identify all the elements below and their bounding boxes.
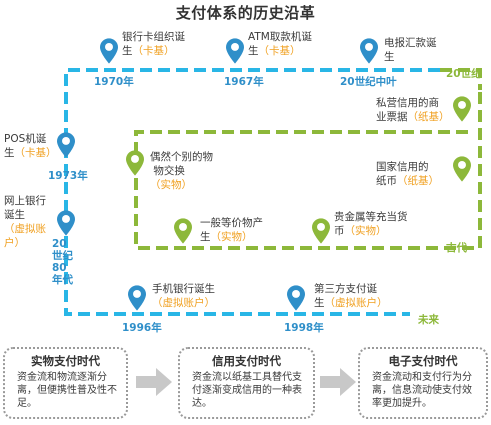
map-pin-icon xyxy=(453,156,471,182)
era-description: 资金流以纸基工具替代支付逐渐变成信用的一种表达。 xyxy=(192,372,302,409)
arrow-right-icon xyxy=(320,368,356,396)
map-pin-icon xyxy=(312,218,330,244)
era-description: 资金流动和支付行为分离，信息流动使支付效率更加提升。 xyxy=(372,372,472,409)
map-pin-icon xyxy=(126,150,144,176)
inner-timeline-line xyxy=(134,92,482,250)
map-pin-icon xyxy=(128,285,146,311)
label-20th-century: 20世纪 xyxy=(446,68,482,80)
era-title: 实物支付时代 xyxy=(31,354,100,368)
event-mobile-banking: 手机银行诞生 （虚拟账户） xyxy=(152,283,215,309)
era-box-credit: 信用支付时代 资金流以纸基工具替代支付逐渐变成信用的一种表达。 xyxy=(178,347,315,419)
page-title: 支付体系的历史沿革 xyxy=(175,4,316,22)
map-pin-icon xyxy=(360,38,378,64)
event-third-party-payment: 第三方支付诞 生（虚拟账户） xyxy=(314,283,388,309)
year-label: 20世纪中叶 xyxy=(340,76,397,88)
green-connector-line xyxy=(440,68,482,90)
event-online-banking: 网上银行 诞生 （虚拟账 户） xyxy=(4,195,46,249)
map-pin-icon xyxy=(100,38,118,64)
era-title: 电子支付时代 xyxy=(388,354,458,368)
era-box-electronic: 电子支付时代 资金流动和支付行为分离，信息流动使支付效率更加提升。 xyxy=(358,347,488,419)
era-description: 资金流和物流逐渐分离，但便携性普及性不足。 xyxy=(17,372,117,409)
map-pin-icon xyxy=(287,285,305,311)
event-general-equivalent: 一般等价物产 生（实物） xyxy=(200,217,263,243)
event-precious-metals: 贵金属等充当货 币（实物） xyxy=(334,211,408,237)
era-box-physical: 实物支付时代 资金流和物流逐渐分离，但便携性普及性不足。 xyxy=(3,347,128,419)
event-pos: POS机诞 生（卡基） xyxy=(4,133,57,159)
map-pin-icon xyxy=(57,132,75,158)
map-pin-icon xyxy=(174,218,192,244)
map-pin-icon xyxy=(57,210,75,236)
year-label: 1998年 xyxy=(284,322,324,334)
map-pin-icon xyxy=(226,38,244,64)
era-title: 信用支付时代 xyxy=(212,354,281,368)
year-label: 20世纪80年代 xyxy=(52,238,73,286)
event-commercial-bills: 私营信用的商 业票据（纸基） xyxy=(376,97,450,123)
map-pin-icon xyxy=(453,96,471,122)
year-label: 1970年 xyxy=(94,76,134,88)
outer-timeline-line xyxy=(64,68,440,316)
event-atm: ATM取款机诞 生（卡基） xyxy=(248,31,312,57)
year-label: 1996年 xyxy=(122,322,162,334)
event-barter: 偶然个别的物 物交换 （实物） xyxy=(150,151,213,191)
year-label: 1973年 xyxy=(48,170,88,182)
year-label: 1967年 xyxy=(224,76,264,88)
event-paper-money: 国家信用的 纸币（纸基） xyxy=(376,161,439,187)
arrow-right-icon xyxy=(136,368,172,396)
label-ancient: 古代 xyxy=(446,242,467,254)
event-bank-card-org: 银行卡组织诞 生（卡基） xyxy=(122,31,185,57)
event-telegraph: 电报汇款诞 生 xyxy=(384,37,437,63)
label-future: 未来 xyxy=(418,314,439,326)
